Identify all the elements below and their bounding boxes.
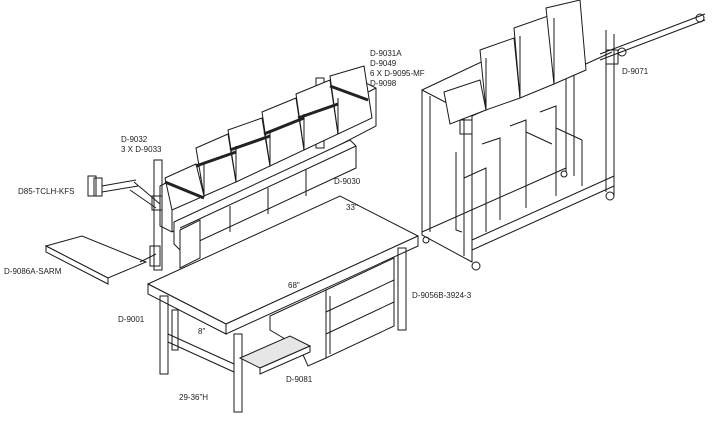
cart-top-bin-4 (545, 0, 587, 85)
label-bin-rail: D-9030 (334, 177, 361, 186)
back-panel (179, 219, 201, 269)
cart-roll-bar (599, 13, 706, 55)
monitor-arm (87, 175, 163, 211)
label-lower-bins-1: D-9032 (121, 135, 148, 144)
leg-front-right (233, 333, 243, 413)
caster-front-left (471, 261, 481, 271)
label-drawer-cabinet: D-9056B-3924-3 (412, 291, 472, 300)
caster-back-left (422, 236, 430, 244)
cabinet-side (269, 289, 327, 367)
label-monitor-arm: D85-TCLH-KFS (18, 187, 74, 196)
label-cart-roll-bar: D-9071 (622, 67, 649, 76)
leg-front-left (159, 295, 169, 375)
label-depth: 33" (346, 203, 358, 212)
cart-divider-4 (539, 105, 557, 196)
leg-back-right (397, 247, 407, 331)
roll-bar-end-knob (695, 13, 705, 23)
cart-divider-1 (455, 152, 463, 233)
label-footrest: D-9081 (286, 375, 313, 384)
cart-roll-bar-lower (599, 19, 706, 61)
label-upright: D-9001 (118, 315, 145, 324)
cart-top-bin-1 (443, 79, 487, 125)
label-lower-bins-2: 3 X D-9033 (121, 145, 162, 154)
cart-divider-3 (509, 119, 527, 208)
label-height-range: 29-36"H (179, 393, 208, 402)
label-footrest-dim: 8" (198, 327, 205, 336)
left-upright (153, 159, 163, 271)
label-bins-shelf-2: D-9049 (370, 59, 397, 68)
label-keyboard-arm: D-9086A-SARM (4, 267, 62, 276)
label-bins-shelf-3: 6 X D-9095-MF (370, 69, 425, 78)
label-width: 68" (288, 281, 300, 290)
caster-back-right (560, 170, 568, 178)
cart-bottom-rail (471, 185, 615, 251)
cart-divider-2 (481, 137, 501, 220)
bin-row (164, 65, 373, 211)
workbench (44, 65, 420, 413)
bin-cart (421, 0, 706, 271)
caster-front-right (605, 191, 615, 201)
label-bins-shelf-1: D-9031A (370, 49, 402, 58)
label-bins-shelf-4: D-9098 (370, 79, 397, 88)
callout-labels: D-9031A D-9049 6 X D-9095-MF D-9098 D-90… (4, 49, 649, 402)
